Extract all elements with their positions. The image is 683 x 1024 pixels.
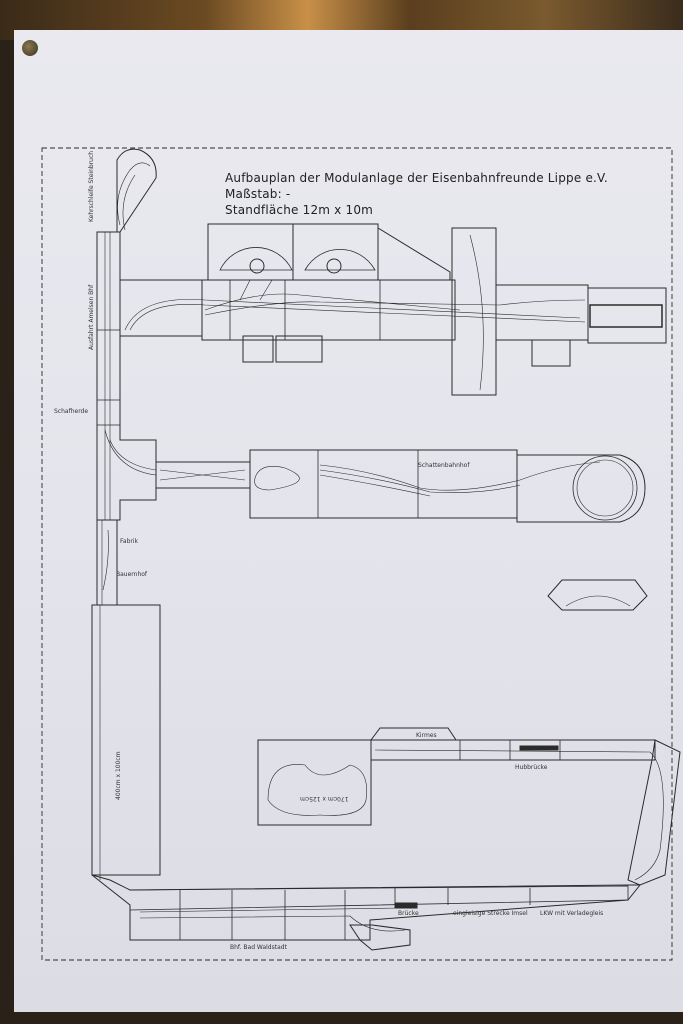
label-kehrschleife: Kehrschleife Steinbruch: [88, 150, 95, 222]
label-hubbruecke: Hubbrücke: [515, 764, 548, 771]
label-bauernhof: Bauernhof: [116, 571, 148, 578]
label-kirmes: Kirmes: [416, 732, 437, 739]
label-bruecke: Brücke: [398, 910, 419, 917]
pin-icon: [22, 40, 38, 56]
left-column-module: [96, 231, 157, 521]
label-schafherde: Schafherde: [54, 408, 89, 415]
label-fabrik: Fabrik: [120, 538, 138, 545]
plan-scale: Maßstab: -: [225, 187, 291, 201]
small-hex-module: [547, 579, 648, 611]
module-400: [91, 604, 161, 876]
label-ausfahrt: Ausfahrt Amelsen Bhf: [88, 284, 95, 350]
label-eingleisige-strecke: eingleisige Strecke Imsel: [453, 910, 528, 917]
module-170: [257, 739, 372, 826]
plan-area: Standfläche 12m x 10m: [225, 203, 374, 217]
label-module-400: 400cm x 100cm: [115, 751, 122, 800]
label-lkw: LKW mit Verladegleis: [540, 910, 604, 917]
paper-sheet: [14, 30, 683, 1012]
bottom-row-modules: [91, 874, 642, 941]
label-bhf-bad: Bhf. Bad Waldstadt: [230, 944, 287, 951]
plan-frame: [41, 147, 673, 961]
kehrschleife-module: [116, 148, 157, 233]
plan-title: Aufbauplan der Modulanlage der Eisenbahn…: [225, 171, 608, 185]
top-row-modules: [119, 279, 203, 337]
label-module-170: 170cm x 125cm: [300, 795, 349, 802]
label-schattenbahnhof: Schattenbahnhof: [418, 462, 470, 469]
